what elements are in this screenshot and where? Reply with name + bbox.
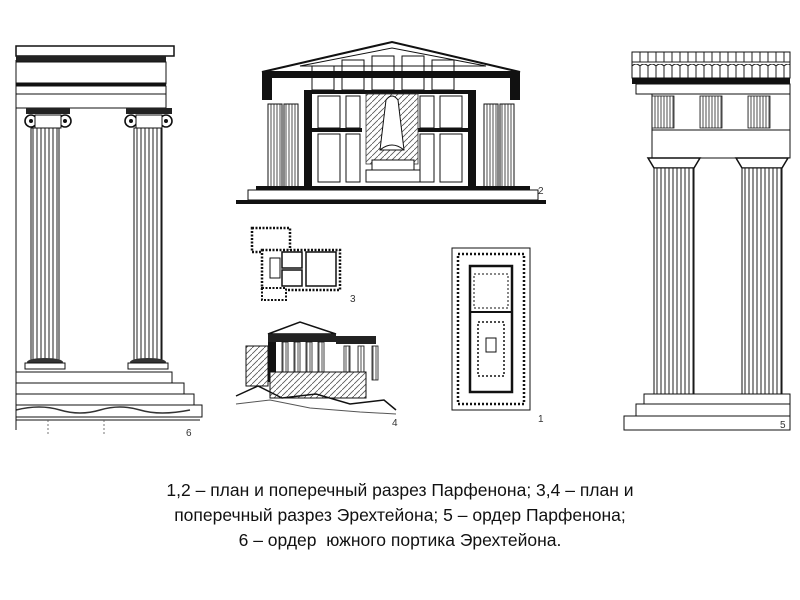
caption-line-3: 6 – ордер южного портика Эрехтейона.	[238, 530, 562, 550]
architecture-drawings: 6	[15, 40, 791, 439]
fig3-erechtheion-plan: 3	[250, 226, 356, 305]
figure-number-1: 1	[538, 414, 544, 425]
column-shaft-left	[30, 127, 60, 361]
ionic-capital-right	[124, 108, 173, 129]
fig2-parthenon-section: 2	[236, 40, 546, 204]
figure-number-6: 6	[186, 428, 192, 439]
figure-number-4: 4	[392, 418, 398, 429]
fig1-parthenon-plan: 1	[451, 247, 544, 425]
ionic-capital-left	[24, 108, 72, 129]
caption-line-1: 1,2 – план и поперечный разрез Парфенона…	[166, 480, 634, 500]
doric-shaft-left	[653, 167, 695, 395]
fig6-ionic-order: 6	[15, 45, 203, 439]
fig5-doric-order: 5	[623, 51, 791, 431]
figure-number-2: 2	[538, 186, 544, 197]
athena-statue	[365, 93, 421, 183]
column-shaft-right	[133, 127, 163, 361]
figure-number-5: 5	[780, 420, 786, 431]
doric-shaft-right	[741, 167, 783, 395]
figure-number-3: 3	[350, 294, 356, 305]
fig4-erechtheion-section: 4	[235, 321, 398, 429]
caption-line-2: поперечный разрез Эрехтейона; 5 – ордер …	[174, 505, 626, 525]
figure-caption: 1,2 – план и поперечный разрез Парфенона…	[40, 478, 760, 553]
